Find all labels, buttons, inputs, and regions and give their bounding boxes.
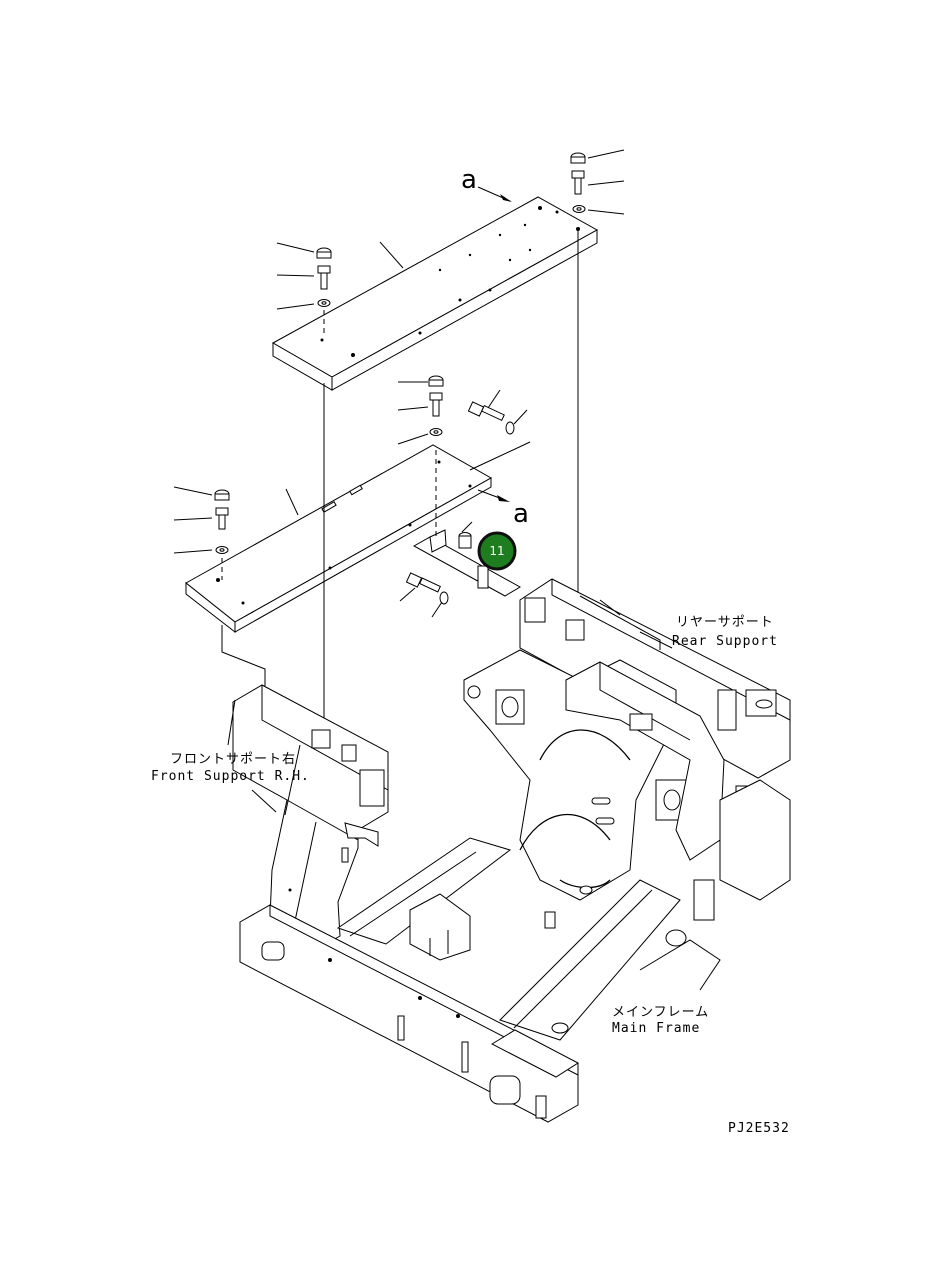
rear-support-en: Rear Support <box>672 634 778 649</box>
drawing-code: PJ2E532 <box>728 1121 790 1136</box>
view-a-top-label: a <box>461 165 477 195</box>
side-bolt-washer <box>467 389 531 471</box>
bracket-bolt <box>399 572 449 618</box>
front-support-rh <box>227 684 389 947</box>
front-support-en: Front Support R.H. <box>151 769 310 784</box>
callout-number: 11 <box>489 544 504 558</box>
middle-cover-plate <box>185 444 493 634</box>
view-a-mid-label: a <box>513 499 529 529</box>
main-frame-en: Main Frame <box>612 1021 700 1036</box>
upper-left-fastener-stack <box>276 242 332 310</box>
main-frame-jp: メインフレーム <box>612 1005 709 1020</box>
middle-left-fastener-stack <box>173 486 230 554</box>
callout-badge[interactable]: 11 <box>477 531 517 571</box>
upper-right-fastener-stack <box>570 149 625 215</box>
front-support-jp: フロントサポート右 <box>170 752 296 767</box>
rear-support-jp: リヤーサポート <box>676 615 774 630</box>
upper-cover-plate <box>271 196 599 391</box>
middle-right-fastener-stack <box>397 375 444 445</box>
bracket <box>412 521 521 597</box>
main-frame <box>239 649 791 1123</box>
